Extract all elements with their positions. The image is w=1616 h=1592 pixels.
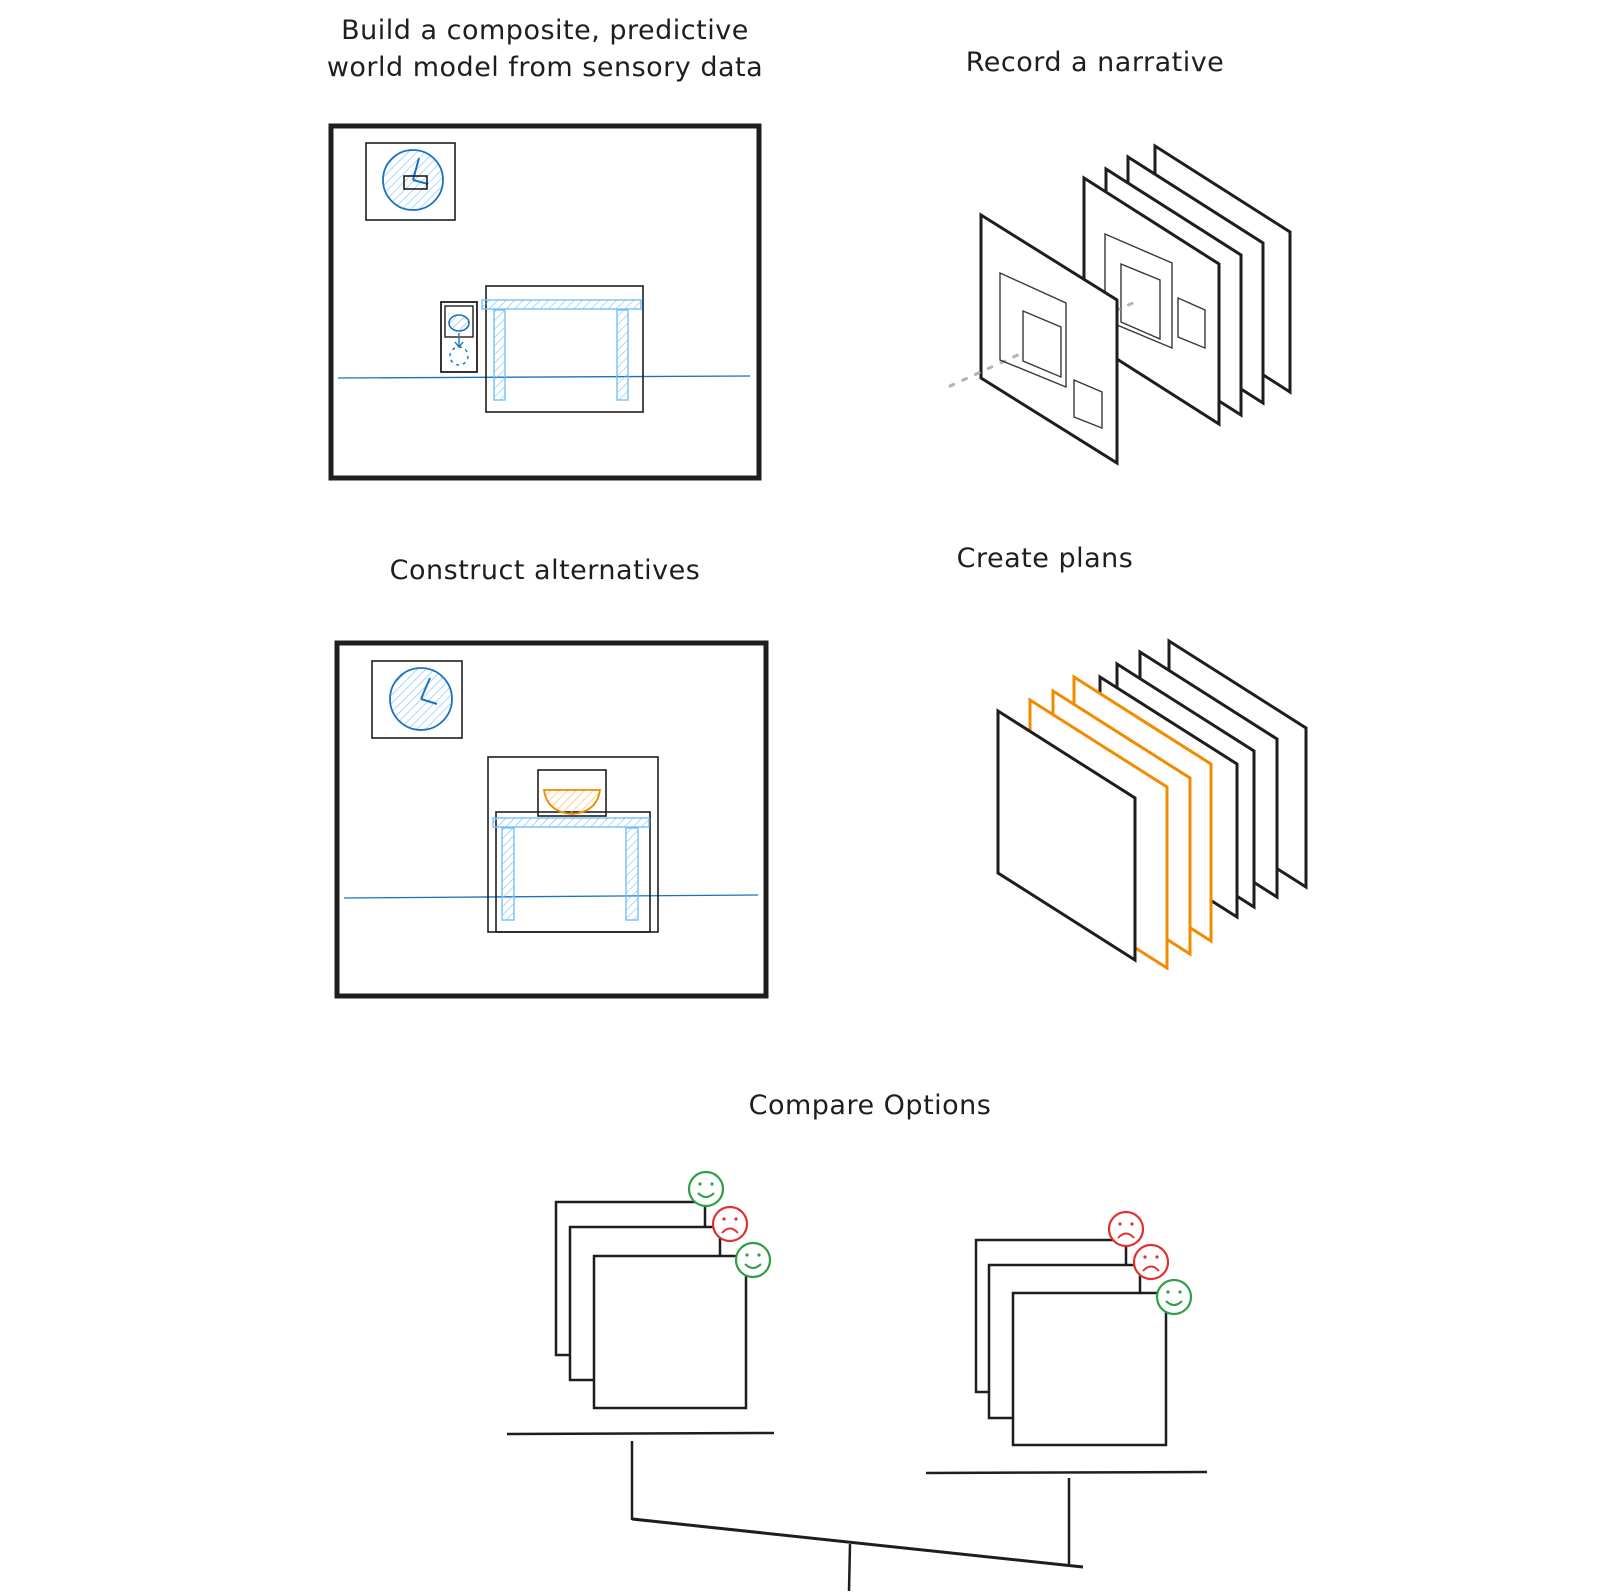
sad-face-icon xyxy=(711,1205,749,1243)
scale-pivot xyxy=(847,1543,852,1592)
floor-line xyxy=(343,894,759,899)
happy-face-icon xyxy=(1155,1278,1193,1316)
sad-face-icon xyxy=(1132,1243,1170,1281)
happy-face-icon xyxy=(734,1241,772,1279)
table-icon xyxy=(487,756,659,933)
floor-line xyxy=(337,375,751,379)
narrative-title: Record a narrative xyxy=(965,47,1225,78)
world-model-title: Build a composite, predictive world mode… xyxy=(300,12,790,86)
world-model-frame xyxy=(328,123,762,481)
plans-stack xyxy=(996,638,1308,971)
compare-title: Compare Options xyxy=(748,1090,992,1121)
left-scale-pan xyxy=(506,1431,775,1436)
alternatives-frame xyxy=(334,640,769,999)
world-model-scene xyxy=(328,123,762,481)
right-option-card-3 xyxy=(1011,1291,1168,1447)
alternatives-title: Construct alternatives xyxy=(389,555,701,586)
compare-scale xyxy=(506,1170,1208,1592)
bowl-icon xyxy=(537,769,607,817)
scale-beam xyxy=(631,1517,1084,1569)
narrative-frame-1 xyxy=(979,212,1119,466)
left-option-card-3 xyxy=(592,1254,748,1410)
right-scale-pan xyxy=(925,1470,1208,1475)
world-model-title-line2: world model from sensory data xyxy=(326,52,764,83)
clock-icon xyxy=(365,142,456,221)
alternatives-scene xyxy=(334,640,769,999)
sad-face-icon xyxy=(1107,1210,1145,1248)
table-icon xyxy=(481,285,644,413)
clock-icon xyxy=(371,660,463,739)
plans-title: Create plans xyxy=(956,543,1134,574)
happy-face-icon xyxy=(687,1170,725,1208)
narrative-stack xyxy=(948,143,1292,466)
phone-icon xyxy=(440,301,478,373)
world-model-title-line1: Build a composite, predictive xyxy=(341,15,749,46)
plan-frame-1 xyxy=(996,708,1137,963)
